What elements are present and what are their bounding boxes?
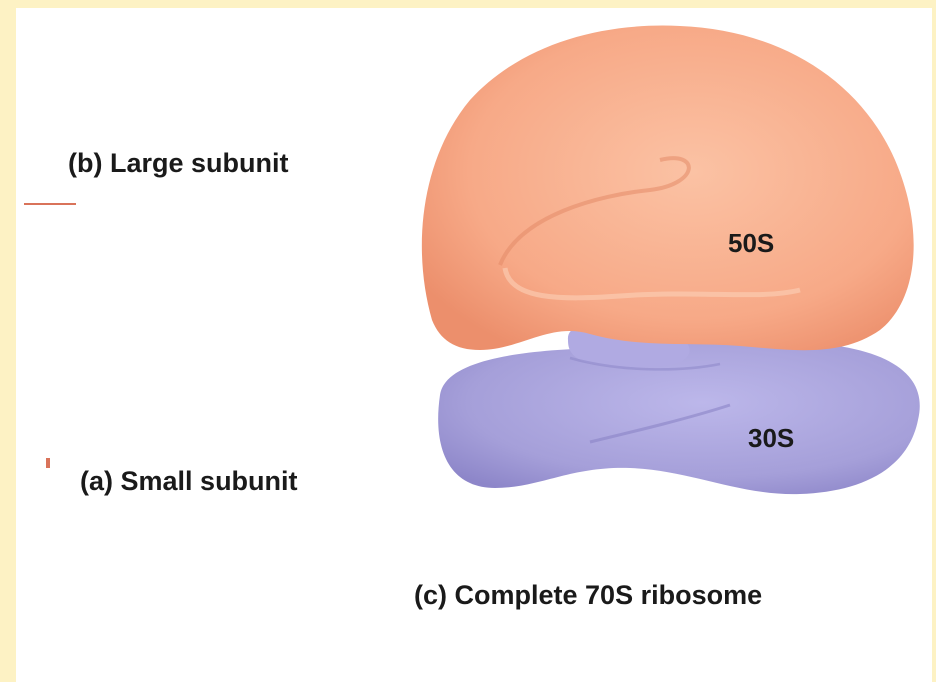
small-subunit-value: 30S bbox=[748, 423, 794, 453]
large-subunit-value: 50S bbox=[728, 228, 774, 258]
large-subunit-shape bbox=[422, 26, 914, 351]
small-subunit-shape bbox=[438, 321, 920, 494]
